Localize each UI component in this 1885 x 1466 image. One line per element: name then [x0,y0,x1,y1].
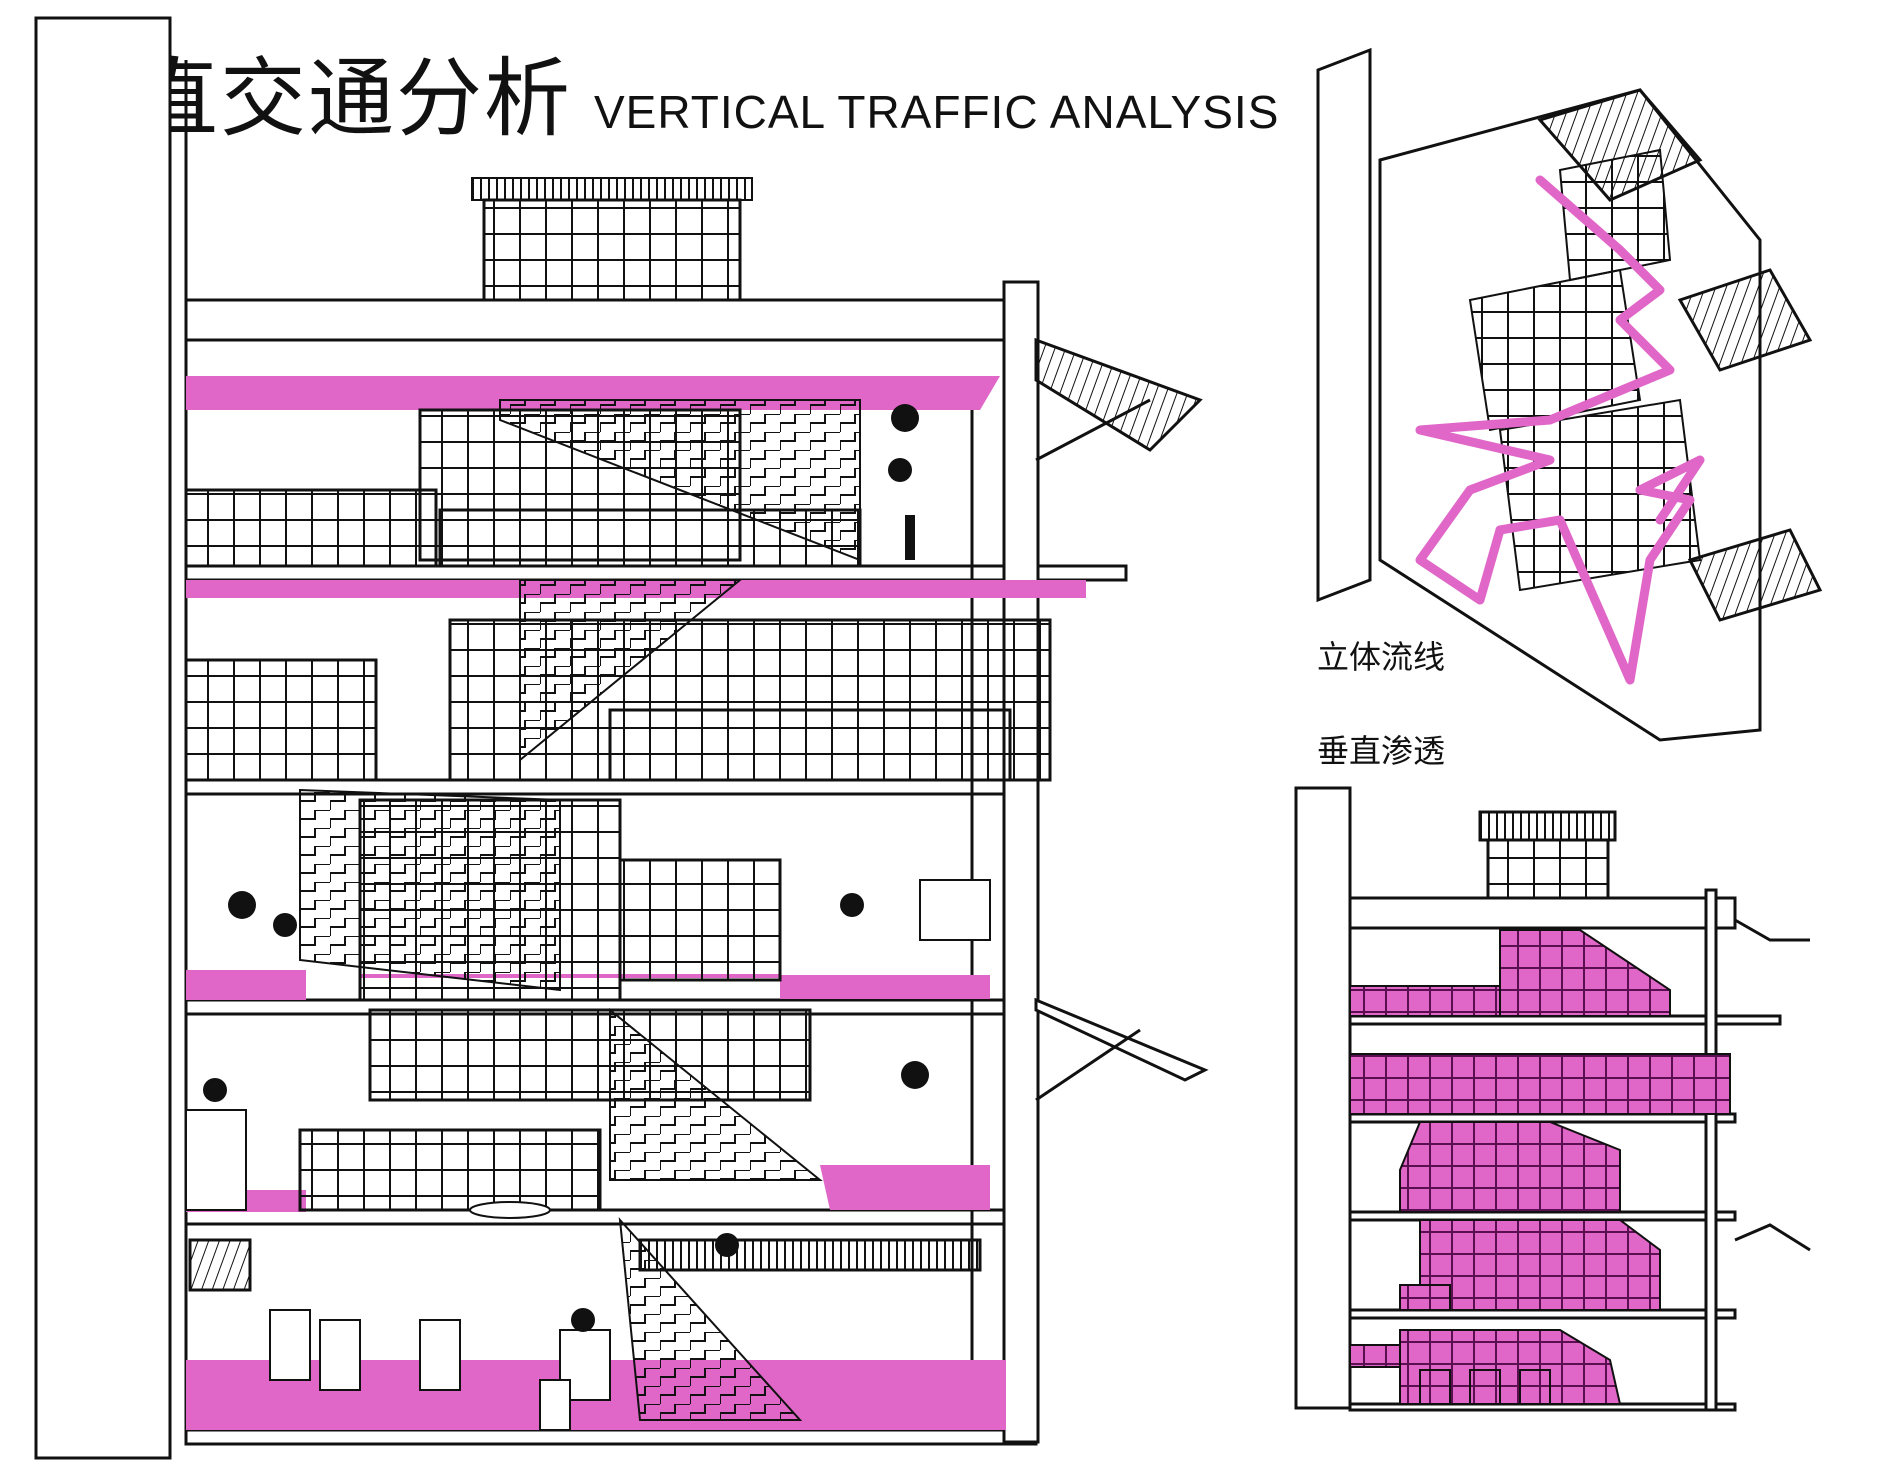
main-awnings [1034,337,1209,1102]
main-furniture [185,879,991,1431]
axonometric-grids [1468,148,1702,592]
main-staircases [299,399,861,1421]
axonometric-tower [1316,47,1372,603]
axonometric-label: 立体流线 [1317,638,1446,676]
section-pink-volumes [1349,929,1731,1405]
axonometric-awning-top [1677,268,1813,372]
section-roof [1478,810,1617,842]
main-rooftop-pavilion [471,177,753,302]
axonometric-pink-flow-line [1415,175,1705,685]
axonometric-awning-bottom [1687,528,1823,622]
title-english: VERTICAL TRAFFIC ANALYSIS [594,86,1280,138]
section-left-wall [1294,786,1352,1410]
section-rooftop-grid [1486,838,1610,902]
section-awnings [1734,918,1811,1252]
section-label: 垂直渗透 [1317,732,1446,770]
main-people [203,404,929,1332]
